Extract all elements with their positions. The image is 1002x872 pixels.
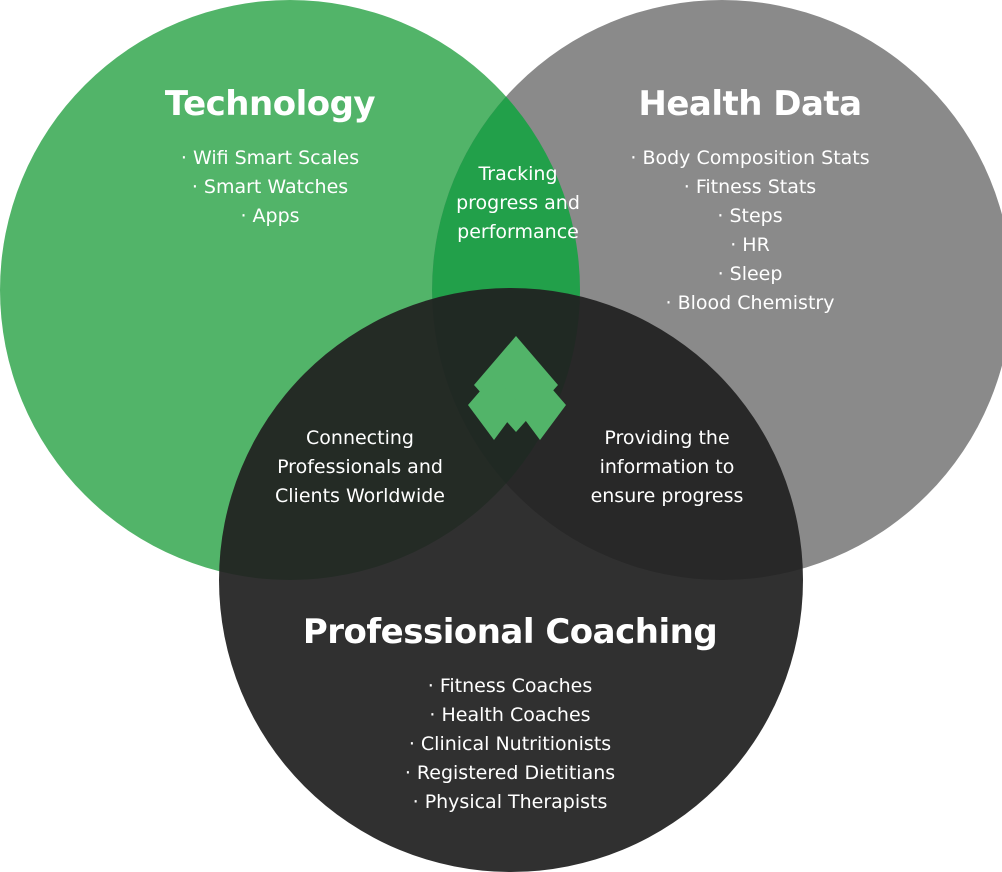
list-item: Health Coaches <box>310 701 710 730</box>
list-item: Fitness Stats <box>590 173 910 202</box>
list-item: Sleep <box>590 260 910 289</box>
list-item: Fitness Coaches <box>310 672 710 701</box>
diamond-logo-icon <box>468 336 566 440</box>
technology-title: Technology <box>164 84 376 124</box>
list-item: Smart Watches <box>130 173 410 202</box>
health-data-title: Health Data <box>638 84 862 124</box>
list-item: Steps <box>590 202 910 231</box>
tech-health-overlap-label: Tracking progress and performance <box>456 163 580 243</box>
list-item: Body Composition Stats <box>590 144 910 173</box>
list-item: Physical Therapists <box>310 788 710 817</box>
list-item: Registered Dietitians <box>310 759 710 788</box>
health-data-list: Body Composition Stats Fitness Stats Ste… <box>590 144 910 318</box>
list-item: Clinical Nutritionists <box>310 730 710 759</box>
health-coaching-overlap-label: Providing the information to ensure prog… <box>590 427 744 507</box>
list-item: Wifi Smart Scales <box>130 144 410 173</box>
technology-list: Wifi Smart Scales Smart Watches Apps <box>130 144 410 231</box>
list-item: Apps <box>130 202 410 231</box>
tech-coaching-overlap-label: Connecting Professionals and Clients Wor… <box>275 427 445 507</box>
professional-coaching-title: Professional Coaching <box>302 612 718 652</box>
list-item: HR <box>590 231 910 260</box>
professional-coaching-list: Fitness Coaches Health Coaches Clinical … <box>310 672 710 817</box>
list-item: Blood Chemistry <box>590 289 910 318</box>
